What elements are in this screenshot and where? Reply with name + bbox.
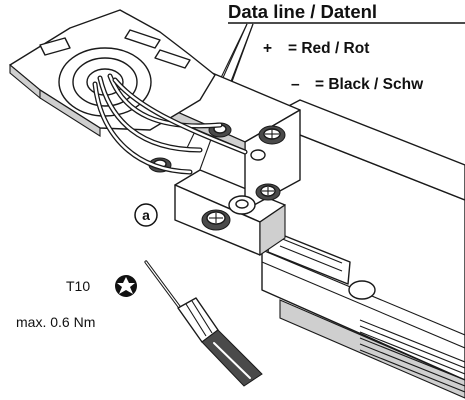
screw-terminal	[201, 209, 231, 231]
screw-terminal	[258, 125, 286, 145]
legend-plus-text: = Red / Rot	[288, 40, 369, 57]
screw-terminal	[255, 183, 281, 201]
screw-terminal	[250, 149, 266, 161]
torx-star-icon	[115, 275, 137, 297]
legend-plus-symbol: +	[263, 40, 272, 57]
tool-specification: T10 max. 0.6 Nm	[16, 275, 137, 330]
callout-a-letter: a	[142, 207, 150, 223]
cable-entry-cover	[9, 9, 216, 137]
data-line-heading: Data line / Datenl	[228, 1, 377, 22]
legend-minus-symbol: –	[291, 76, 300, 93]
legend-minus-text: = Black / Schw	[315, 76, 424, 93]
screwdriver	[144, 260, 263, 387]
screw-terminal	[228, 195, 256, 215]
callout-a: a	[134, 203, 158, 227]
profile-rail	[261, 99, 465, 399]
data-line-wires	[92, 73, 248, 175]
torque-label: max. 0.6 Nm	[16, 314, 95, 330]
terminal-screws	[148, 122, 286, 231]
wire-color-legend: + = Red / Rot – = Black / Schw	[263, 40, 424, 93]
torx-bit-label: T10	[66, 278, 90, 294]
